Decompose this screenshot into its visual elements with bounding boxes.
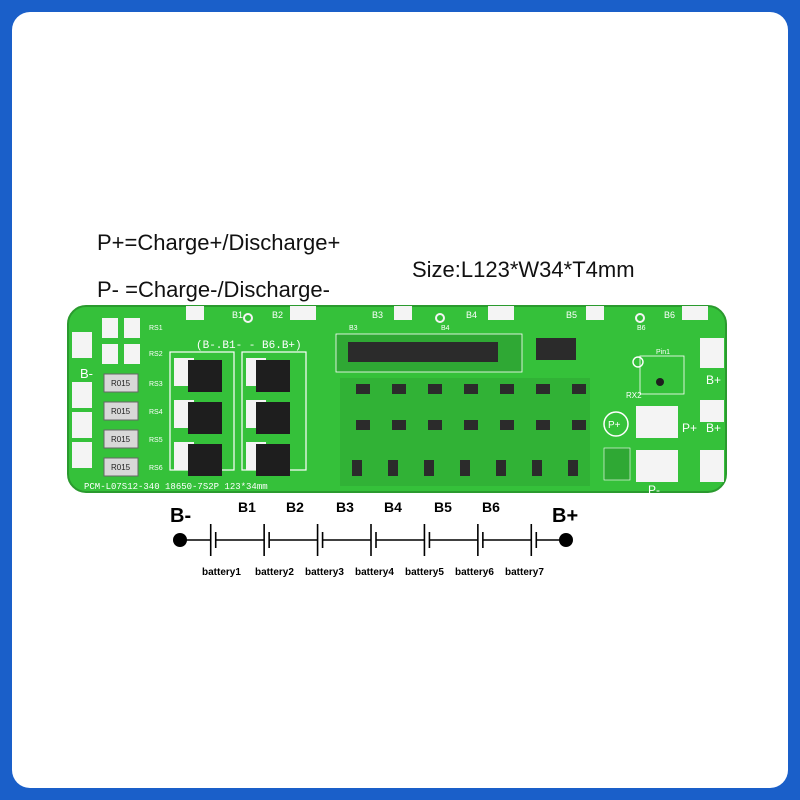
resistor-value-1: R015 <box>111 379 131 388</box>
rs-label-2: RS2 <box>149 351 163 358</box>
battery-symbols <box>186 524 560 556</box>
left-pads <box>72 332 92 468</box>
caption-p-minus: P- =Charge-/Discharge- <box>97 277 330 302</box>
node-label-b5: B5 <box>434 499 452 515</box>
resistor-value-4: R015 <box>111 463 131 472</box>
caption-size: Size:L123*W34*T4mm <box>412 257 635 282</box>
node-label-b4: B4 <box>384 499 402 515</box>
rs-label-1: RS1 <box>149 325 163 332</box>
right-pad-label-2: B+ <box>706 421 721 435</box>
right-pad-label-1: B+ <box>706 373 721 387</box>
schematic-left-terminal: B- <box>170 505 191 527</box>
battery-label-4: battery4 <box>355 567 394 578</box>
p-plus-label-2: P+ <box>682 421 697 435</box>
rs-label-5: RS5 <box>149 437 163 444</box>
top-label-b3: B3 <box>372 310 383 320</box>
resistor-value-2: R015 <box>111 407 131 416</box>
top-label-b5: B5 <box>566 310 577 320</box>
right-pads <box>603 338 724 482</box>
top-label-b1: B1 <box>232 310 243 320</box>
top-hole-label-b6: B6 <box>637 325 646 332</box>
pin-label: Pin1 <box>656 349 670 356</box>
node-label-b6: B6 <box>482 499 500 515</box>
p-minus-label: P- <box>648 483 660 497</box>
node-label-b3: B3 <box>336 499 354 515</box>
node-label-b2: B2 <box>286 499 304 515</box>
rx-label: RX2 <box>626 391 642 400</box>
bottom-silk: PCM-L07S12-340 18650-7S2P 123*34mm <box>84 482 268 492</box>
control-ic-area <box>335 333 590 486</box>
top-hole-label-b4: B4 <box>441 325 450 332</box>
rs-label-4: RS4 <box>149 409 163 416</box>
battery-label-5: battery5 <box>405 567 444 578</box>
node-label-b1: B1 <box>238 499 256 515</box>
schematic <box>173 524 573 556</box>
top-pads <box>186 306 708 320</box>
mosfet-area <box>169 351 307 476</box>
left-terminal-dot <box>173 533 187 547</box>
silk-header: (B-.B1- - B6.B+) <box>196 340 302 352</box>
top-hole-label-b3: B3 <box>349 325 358 332</box>
top-label-b6: B6 <box>664 310 675 320</box>
left-pad-label: B- <box>80 366 93 381</box>
rs-label-3: RS3 <box>149 381 163 388</box>
rs-label-6: RS6 <box>149 465 163 472</box>
battery-label-7: battery7 <box>505 567 544 578</box>
battery-label-1: battery1 <box>202 567 241 578</box>
p-plus-label-1: P+ <box>608 420 621 431</box>
battery-label-6: battery6 <box>455 567 494 578</box>
battery-label-2: battery2 <box>255 567 294 578</box>
top-label-b2: B2 <box>272 310 283 320</box>
schematic-right-terminal: B+ <box>552 505 578 527</box>
right-terminal-dot <box>559 533 573 547</box>
resistor-value-3: R015 <box>111 435 131 444</box>
cell-balancing-grid <box>352 384 586 476</box>
resistor-column <box>102 318 140 477</box>
caption-p-plus: P+=Charge+/Discharge+ <box>97 230 341 255</box>
top-label-b4: B4 <box>466 310 477 320</box>
battery-label-3: battery3 <box>305 567 344 578</box>
